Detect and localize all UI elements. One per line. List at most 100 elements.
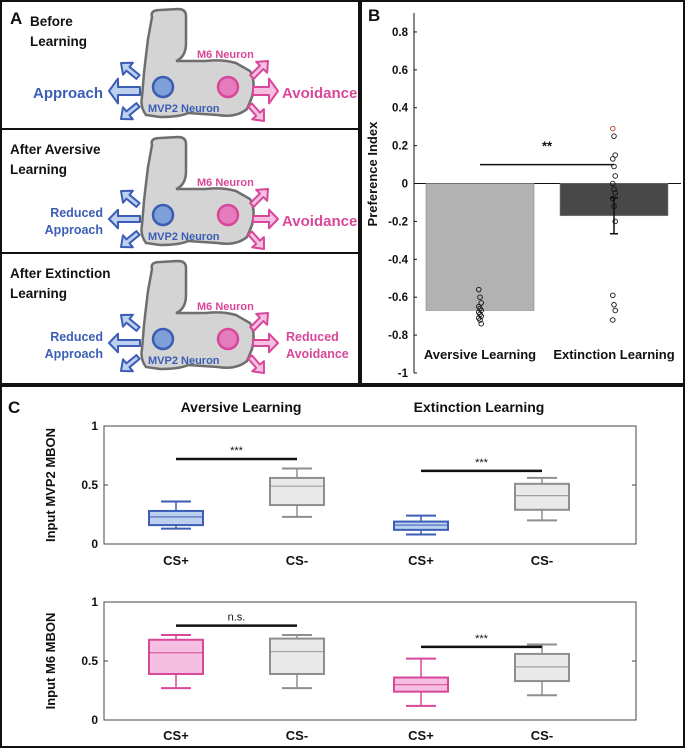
arrow-right-down-icon <box>247 102 265 122</box>
x-category-label: Extinction Learning <box>553 347 674 362</box>
x-category-label: CS- <box>286 553 308 568</box>
approach-label: Approach <box>45 223 103 237</box>
y-tick-label: 1 <box>91 419 98 433</box>
approach-label: Approach <box>33 85 103 102</box>
arrow-right-up-icon <box>249 188 269 208</box>
y-tick-label: 0 <box>91 537 98 551</box>
significance-label: ** <box>542 139 553 154</box>
arrow-left-up-icon <box>120 189 141 208</box>
x-category-label: CS- <box>531 728 553 743</box>
y-tick-label: 0.6 <box>392 65 408 77</box>
data-point <box>610 125 616 132</box>
panel-a-letter: A <box>10 9 22 28</box>
box <box>393 657 449 707</box>
row-title-line: Learning <box>10 162 67 177</box>
avoidance-label: Avoidance <box>282 213 357 230</box>
data-point <box>478 300 484 306</box>
arrow-left-down-icon <box>120 354 141 373</box>
x-category-label: CS+ <box>163 728 189 743</box>
arrow-left-up-icon <box>120 61 141 80</box>
box <box>148 634 204 690</box>
box <box>148 500 204 530</box>
m6-neuron-label: M6 Neuron <box>197 49 254 61</box>
mvp2-neuron-icon <box>151 75 175 99</box>
arrow-left-icon <box>108 332 141 354</box>
data-point <box>610 156 616 162</box>
y-tick-label: 0.4 <box>392 103 409 115</box>
y-tick-label: 0.5 <box>81 478 98 492</box>
x-category-label: CS- <box>286 728 308 743</box>
m6-neuron-label: M6 Neuron <box>197 177 254 189</box>
box-body <box>269 476 325 507</box>
panel-b: B 0.80.60.40.20-0.2-0.4-0.6-0.8-1Prefere… <box>360 0 685 385</box>
box <box>514 476 570 522</box>
row-title-line: Learning <box>30 34 87 49</box>
x-category-label: CS+ <box>163 553 189 568</box>
data-point <box>477 317 483 323</box>
y-tick-label: 1 <box>91 595 98 609</box>
box <box>514 643 570 697</box>
neuron-shape <box>140 135 255 247</box>
y-tick-label: 0 <box>91 713 98 727</box>
approach-label: Reduced <box>50 206 103 220</box>
y-axis-label: Preference Index <box>365 121 380 227</box>
row-title-line: Learning <box>10 286 67 301</box>
avoidance-label: Reduced <box>286 330 339 344</box>
arrow-right-up-icon <box>249 312 269 332</box>
box-body <box>148 638 204 675</box>
y-tick-label: -0.2 <box>388 216 408 228</box>
m6-neuron-label: M6 Neuron <box>197 301 254 313</box>
mvp2-neuron-label: MVP2 Neuron <box>148 231 220 243</box>
y-tick-label: -0.6 <box>388 292 408 304</box>
y-tick-label: -0.8 <box>388 330 408 342</box>
y-tick-label: -1 <box>398 368 409 380</box>
mvp2-neuron-icon <box>151 203 175 227</box>
group-title: Aversive Learning <box>181 399 302 415</box>
arrow-right-down-icon <box>247 354 265 374</box>
y-tick-label: 0.8 <box>392 27 409 39</box>
box-body <box>148 509 204 527</box>
data-point <box>478 320 484 327</box>
box-body <box>514 482 570 511</box>
data-point <box>612 307 618 314</box>
data-point <box>611 302 617 308</box>
box <box>269 634 325 690</box>
significance-label: *** <box>475 457 489 469</box>
row-title-line: After Aversive <box>10 142 101 157</box>
y-tick-label: 0.5 <box>81 654 98 668</box>
neuron-shape <box>140 259 255 371</box>
arrow-left-icon <box>108 208 141 230</box>
neuron-shape <box>140 7 255 119</box>
mvp2-neuron-label: MVP2 Neuron <box>148 103 220 115</box>
data-point <box>610 317 616 323</box>
significance-label: n.s. <box>228 612 246 624</box>
x-category-label: Aversive Learning <box>424 347 536 362</box>
x-category-label: CS+ <box>408 728 434 743</box>
data-point <box>611 133 617 139</box>
data-point <box>612 218 618 225</box>
data-point <box>476 286 482 293</box>
x-category-label: CS- <box>531 553 553 568</box>
approach-label: Approach <box>45 347 103 361</box>
arrow-right-icon <box>252 77 279 105</box>
arrow-left-up-icon <box>120 313 141 332</box>
data-point <box>610 180 616 187</box>
data-point <box>612 173 618 179</box>
m6-neuron-icon <box>216 203 240 227</box>
arrow-left-icon <box>108 77 141 105</box>
row-title-line: After Extinction <box>10 266 111 281</box>
mvp2-neuron-icon <box>151 327 175 351</box>
y-tick-label: -0.4 <box>388 254 408 266</box>
data-point <box>612 190 618 196</box>
box-body <box>269 637 325 675</box>
panel-b-letter: B <box>368 6 380 25</box>
avoidance-label: Avoidance <box>282 85 357 102</box>
group-title: Extinction Learning <box>414 399 545 415</box>
